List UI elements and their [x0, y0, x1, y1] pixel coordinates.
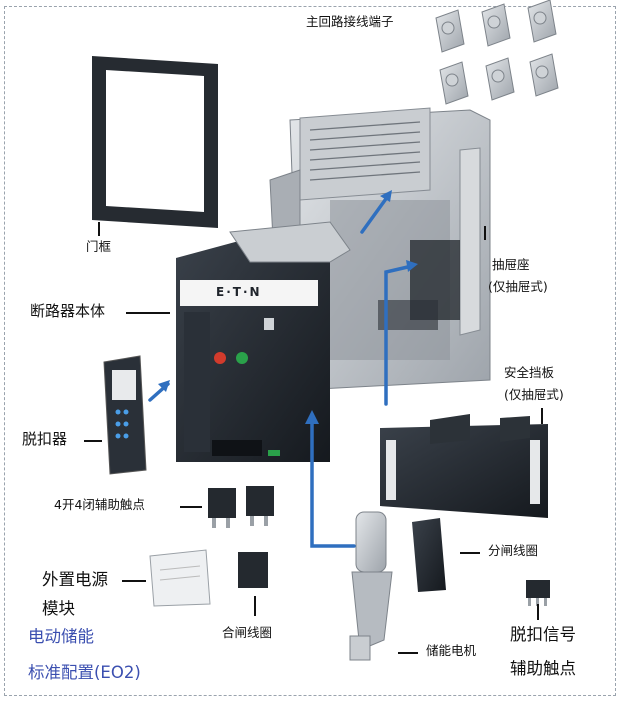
door-frame-icon [92, 56, 218, 228]
label-safety-shutter: 安全挡板 [504, 365, 555, 380]
breaker-body-icon [176, 221, 351, 462]
label-breaker-body: 断路器本体 [30, 302, 106, 320]
terminal-icon [439, 61, 469, 105]
trip-signal-contact-icon [526, 580, 550, 606]
label-motor: 储能电机 [426, 643, 477, 658]
aux-contact-icon [208, 486, 274, 528]
arrow-motor-to-body [310, 418, 356, 548]
leader-motor [398, 652, 418, 654]
terminal-icon [481, 3, 511, 47]
main-terminals [435, 0, 559, 105]
shunt-coil-icon [412, 518, 446, 592]
leader-aux-contact [180, 506, 202, 508]
label-ext-power-2: 模块 [42, 599, 75, 618]
close-coil-icon [238, 552, 268, 588]
leader-drawer-seat [484, 226, 486, 240]
arrow-to-drawer-slot [384, 264, 414, 406]
label-close-coil: 合闸线圈 [222, 625, 273, 640]
label-aux-contact: 4开4闭辅助触点 [54, 497, 145, 512]
terminal-icon [435, 9, 465, 53]
leader-shunt-coil [460, 552, 480, 554]
label-door-frame: 门框 [86, 239, 112, 254]
label-drawer-only-2: (仅抽屉式) [504, 387, 564, 402]
label-drawer-only-1: (仅抽屉式) [488, 279, 548, 294]
label-trip-signal-2: 辅助触点 [510, 659, 576, 678]
leader-breaker-body [126, 312, 170, 314]
leader-close-coil [254, 596, 256, 616]
terminal-icon [529, 53, 559, 97]
label-trip-unit: 脱扣器 [22, 430, 68, 448]
external-power-module-icon [149, 549, 211, 607]
leader-safety-shutter [541, 408, 543, 424]
dashed-border [4, 6, 616, 696]
trip-unit-icon [103, 355, 147, 475]
arrow-heads [158, 190, 418, 424]
leader-trip-unit [84, 440, 102, 442]
leader-door-frame [98, 222, 100, 236]
label-trip-signal-1: 脱扣信号 [510, 625, 576, 644]
label-shunt-coil: 分闸线圈 [488, 543, 539, 558]
safety-shutter-icon [380, 414, 548, 518]
brand-logo-text: E·T·N [216, 285, 262, 299]
leader-trip-signal [537, 604, 539, 620]
label-main-terminal: 主回路接线端子 [306, 14, 394, 29]
arrow-to-terminal-block [360, 194, 390, 234]
terminal-icon [527, 0, 557, 43]
label-drawer-seat: 抽屉座 [492, 257, 530, 272]
motor-icon [349, 511, 393, 661]
label-std-2: 标准配置(EO2) [28, 663, 141, 682]
blue-arrows [148, 194, 414, 548]
label-ext-power-1: 外置电源 [42, 570, 108, 589]
leader-external-power [122, 580, 146, 582]
label-std-1: 电动储能 [28, 627, 94, 646]
terminal-icon [485, 57, 515, 101]
